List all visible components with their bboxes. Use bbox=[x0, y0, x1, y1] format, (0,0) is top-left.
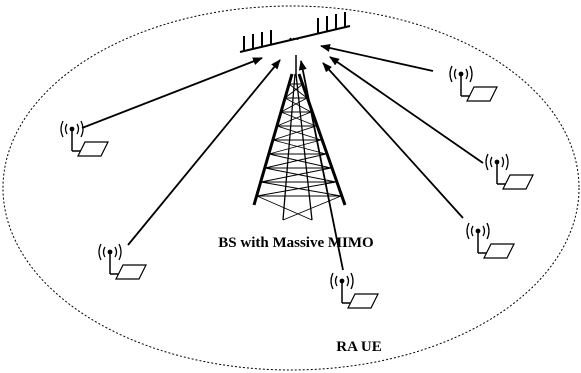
uplink-arrow bbox=[127, 59, 281, 246]
ue-antenna-terminal-icon bbox=[485, 153, 534, 190]
antenna-dots: ... bbox=[289, 29, 300, 44]
uplink-arrows bbox=[81, 44, 484, 271]
coverage-area bbox=[2, 5, 580, 371]
bs-label: BS with Massive MIMO bbox=[218, 235, 373, 251]
uplink-arrow bbox=[81, 57, 263, 129]
ue-antenna-terminal-icon bbox=[449, 65, 498, 102]
antenna-array-icon bbox=[239, 12, 351, 53]
uplink-arrow bbox=[329, 56, 484, 164]
uplink-arrow bbox=[298, 60, 344, 271]
ue-label: RA UE bbox=[336, 339, 381, 355]
lattice-tower-icon bbox=[252, 55, 347, 221]
ue-antenna-terminal-icon bbox=[330, 272, 379, 309]
uplink-arrow bbox=[322, 62, 464, 219]
uplink-arrow bbox=[320, 44, 434, 72]
ue-antenna-terminal-icon bbox=[98, 243, 147, 280]
ue-antenna-terminal-icon bbox=[466, 222, 515, 259]
